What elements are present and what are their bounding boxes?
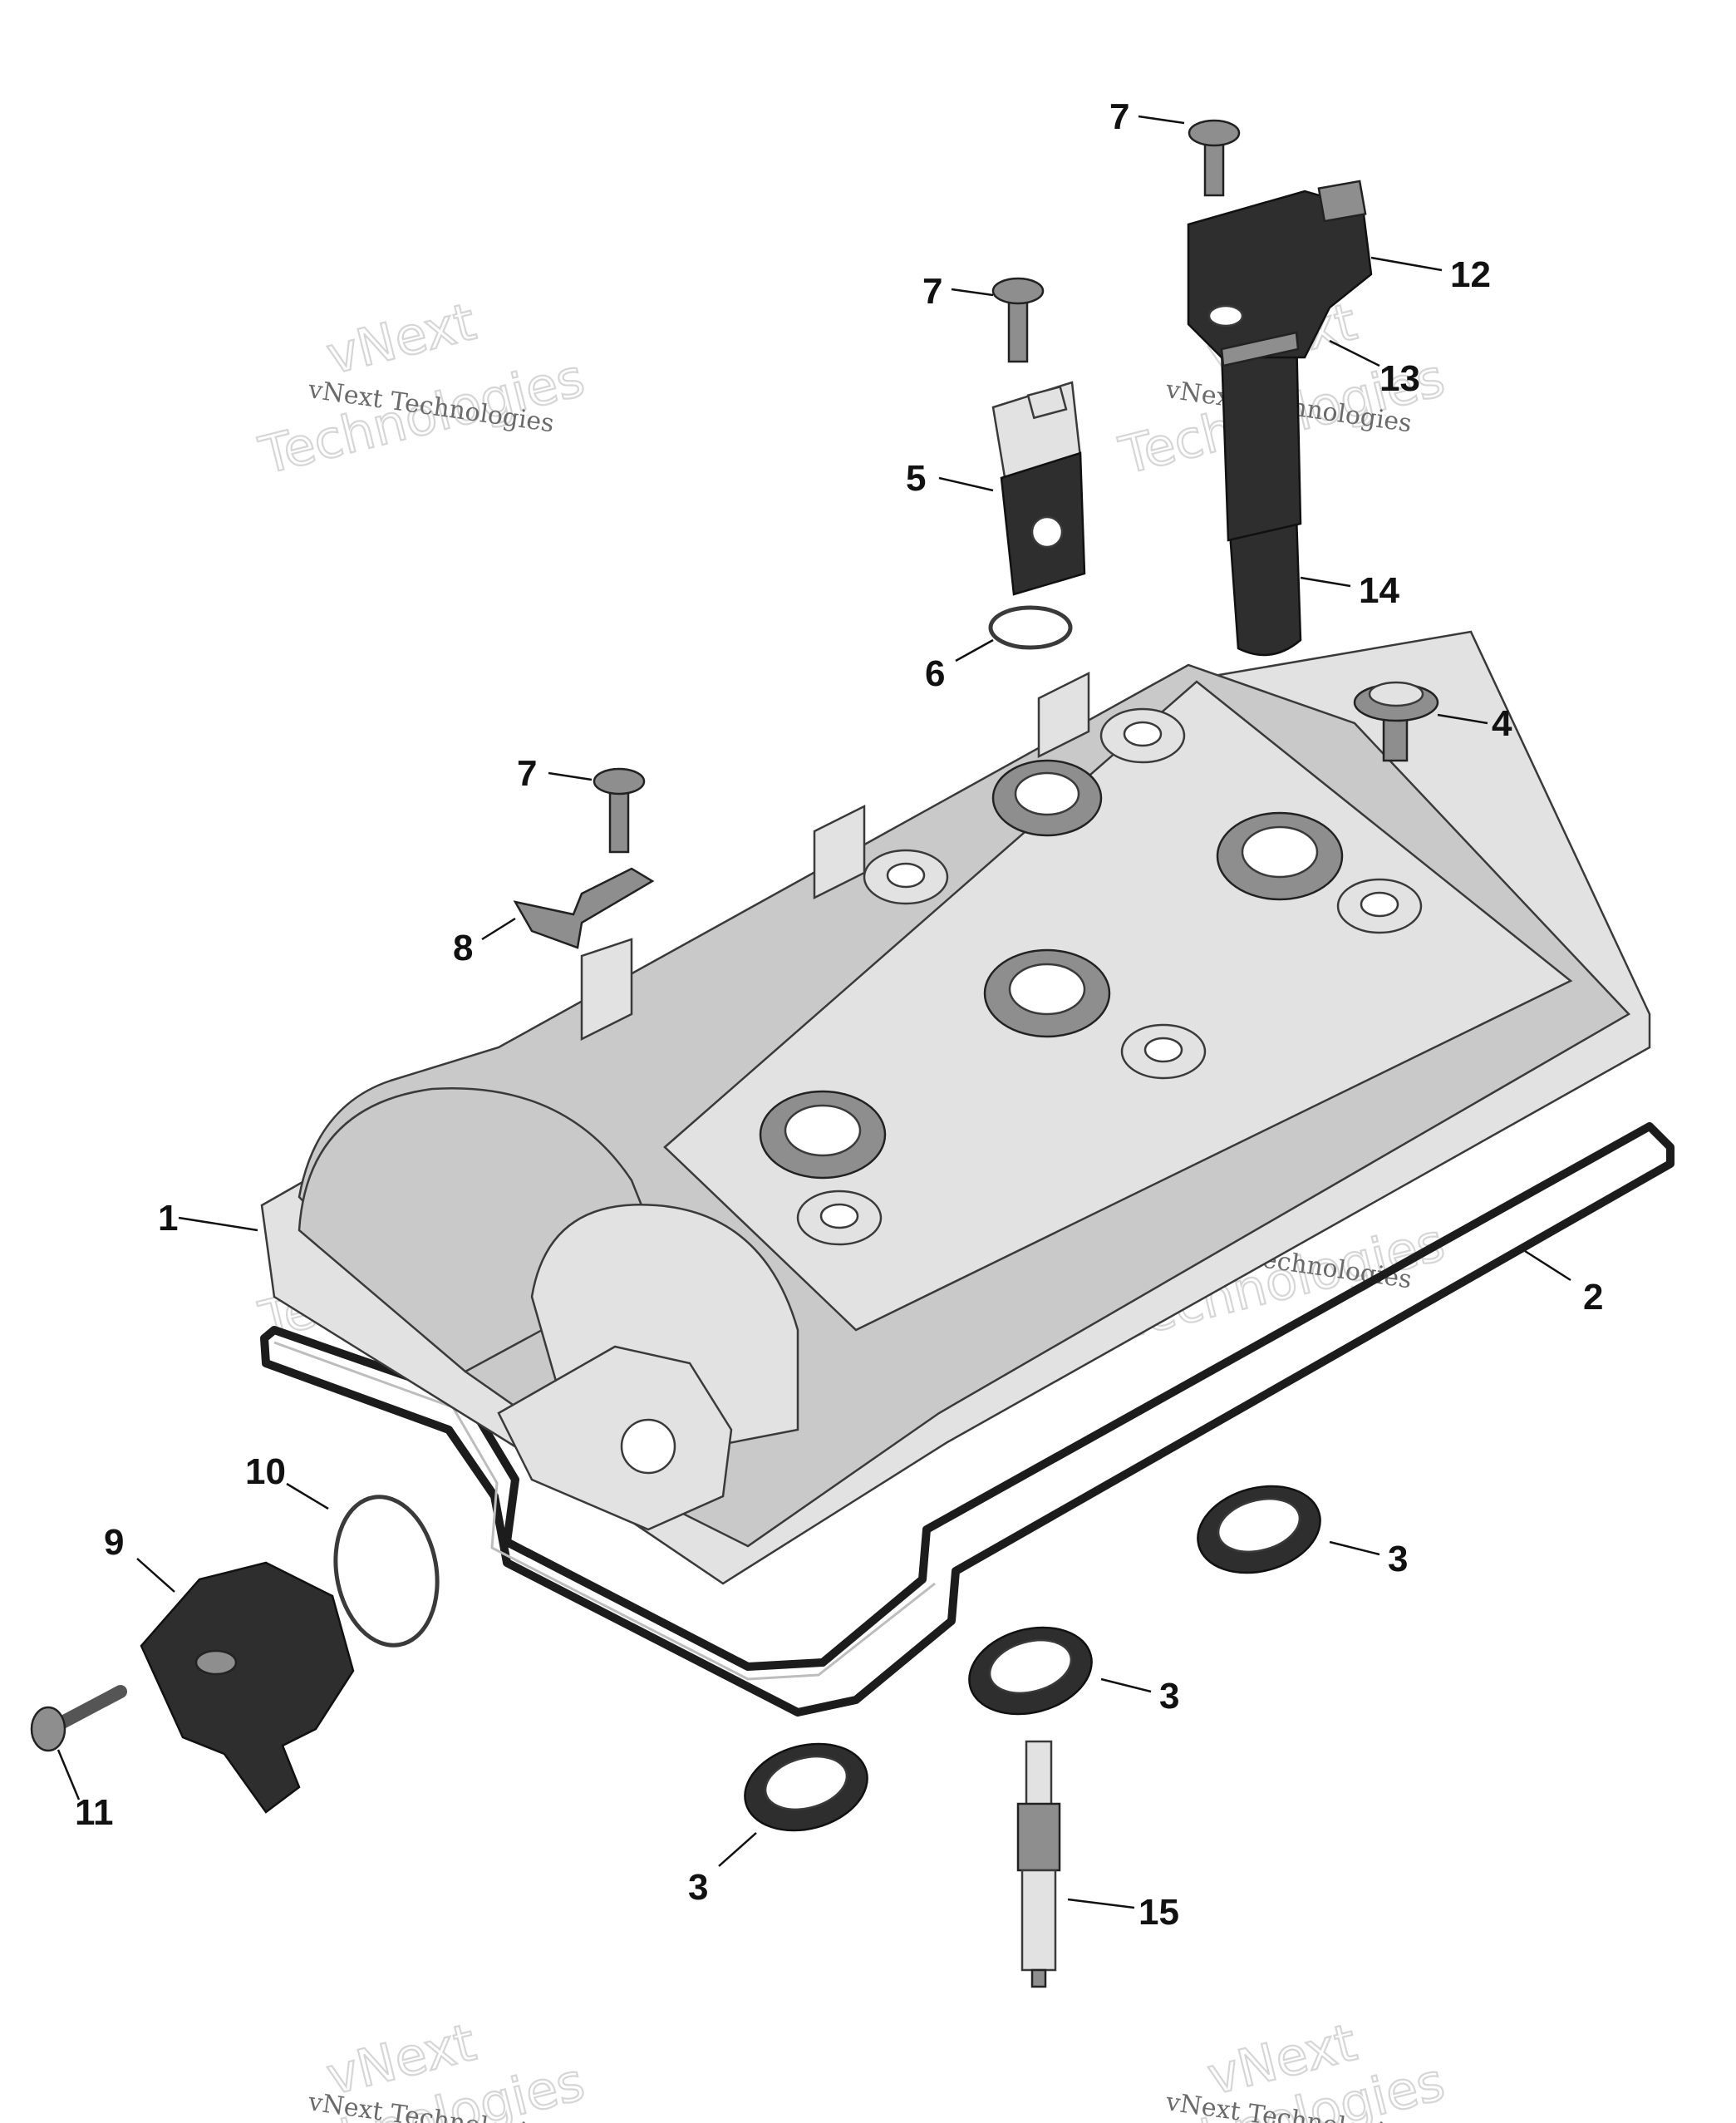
part-valve-cover [260,630,1651,1585]
part-sensor-5 [991,381,1086,596]
leader-3b [1100,1677,1152,1693]
callout-15: 15 [1138,1892,1179,1933]
callout-3a: 3 [1388,1539,1408,1579]
leader-2 [1524,1249,1571,1282]
part-plug-well-seal-c [744,1742,868,1832]
watermark-bottom-left: vNext Technologies vNext Technologies [253,2011,591,2123]
leader-12 [1370,256,1443,272]
callout-8: 8 [453,928,473,968]
part-screw-7-top [1188,119,1241,197]
cam-sensor-bore [620,1418,676,1475]
leader-1 [178,1216,258,1232]
part-ignition-coil [1187,180,1373,657]
part-cam-sensor-9 [140,1561,355,1814]
leader-14 [1300,576,1351,588]
leader-7b [951,288,994,297]
callout-13: 13 [1379,358,1420,399]
part-bolt-4 [1353,681,1439,762]
callout-4: 4 [1492,703,1512,744]
part-screw-7-middle [991,277,1045,363]
leader-3c [718,1832,757,1867]
callout-7b: 7 [922,271,942,312]
callout-14: 14 [1359,570,1399,611]
callout-labels: 1 2 3 3 3 3 4 5 6 7 7 7 8 9 10 11 12 13 … [75,96,1603,1933]
callout-6: 6 [925,653,945,694]
spark-plug-well-3 [1241,825,1319,879]
leader-9 [136,1558,175,1593]
coil-seal-13 [1220,331,1300,367]
callout-3c: 3 [688,1867,708,1908]
leader-11 [57,1749,81,1800]
callout-3b: 3 [1159,1676,1179,1717]
leader-5 [938,476,994,492]
leader-6 [955,638,994,663]
leader-3a [1329,1540,1380,1556]
callout-7a: 7 [1109,96,1129,137]
coil-boot-14 [1228,514,1302,657]
part-spark-plug-15 [1016,1740,1061,1988]
callout-5: 5 [906,458,926,499]
part-o-ring-10 [333,1495,440,1648]
part-plug-well-seal-b [968,1626,1093,1716]
part-o-ring-6 [988,605,1073,650]
callout-2: 2 [1583,1277,1603,1318]
part-screw-7-lower [593,767,646,854]
leader-4 [1437,713,1488,725]
callout-7c: 7 [517,753,537,794]
watermark-large-line1: vNext [321,291,481,387]
watermark-top-left: vNext Technologies vNext Technologies [253,290,591,487]
leader-10 [286,1482,329,1510]
callout-10: 10 [245,1451,286,1492]
leader-lines [57,115,1571,1909]
watermark-bottom-right: vNext Technologies vNext Technologies [1113,2011,1451,2123]
leader-7c [548,771,593,781]
callout-1: 1 [158,1198,178,1239]
leader-7a [1138,115,1185,125]
part-bracket-8 [513,867,655,949]
spark-plug-well-2 [1008,963,1086,1016]
leader-8 [481,917,516,941]
leader-13 [1329,339,1380,367]
part-screw-11 [30,1685,127,1752]
callout-9: 9 [104,1522,124,1563]
callout-11: 11 [75,1792,114,1833]
leader-15 [1067,1898,1135,1909]
callout-12: 12 [1450,254,1491,295]
sensor-well [1014,771,1080,816]
spark-plug-well-1 [784,1104,862,1157]
part-plug-well-seal-a [1197,1485,1321,1574]
